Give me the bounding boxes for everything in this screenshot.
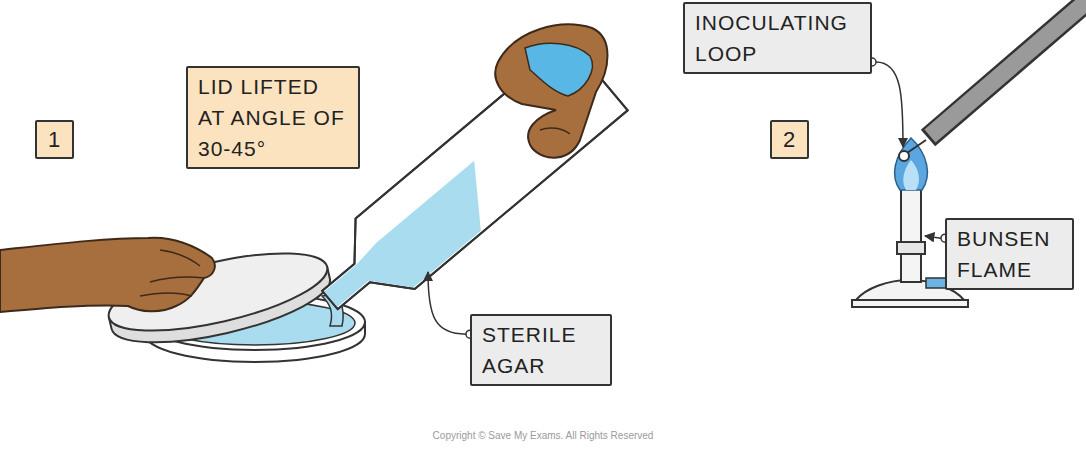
palm-reflection <box>525 43 592 96</box>
finger-line <box>150 277 204 282</box>
label-box: STERILE AGAR <box>470 314 612 386</box>
arm <box>0 238 215 312</box>
inoculating-loop <box>899 0 1086 161</box>
copyright-watermark: Copyright © Save My Exams. All Rights Re… <box>0 430 1086 441</box>
note-box: LID LIFTED AT ANGLE OF 30-45° <box>186 66 360 169</box>
right-hand <box>495 25 607 158</box>
callout-number: 1 <box>35 120 74 159</box>
label-text: 1 <box>48 124 61 155</box>
air-collar <box>897 242 925 254</box>
bottle-agar <box>321 161 511 334</box>
label-text: 2 <box>783 124 796 155</box>
burner-foot <box>852 300 968 307</box>
loop-wire <box>907 140 926 153</box>
callout-number: 2 <box>770 120 809 159</box>
label-text: STERILE AGAR <box>482 319 600 381</box>
leader-line <box>428 272 466 334</box>
label-text: LID LIFTED AT ANGLE OF 30-45° <box>198 71 348 164</box>
label-text: INOCULATING LOOP <box>695 7 860 69</box>
thumb-line <box>160 250 200 266</box>
finger-line <box>140 293 192 296</box>
hand <box>495 25 607 158</box>
handle-outline <box>928 0 1086 138</box>
left-hand <box>0 238 215 312</box>
loop-end <box>899 151 909 161</box>
flame-outer <box>895 138 928 190</box>
label-text: BUNSEN FLAME <box>957 223 1062 285</box>
burner-tube <box>901 188 921 282</box>
finger-line <box>540 128 570 134</box>
leader-line <box>925 236 941 238</box>
label-box: INOCULATING LOOP <box>683 2 872 74</box>
handle <box>930 0 1086 136</box>
label-box: BUNSEN FLAME <box>945 218 1074 290</box>
leader-line <box>876 62 903 147</box>
flame-inner <box>903 160 919 190</box>
